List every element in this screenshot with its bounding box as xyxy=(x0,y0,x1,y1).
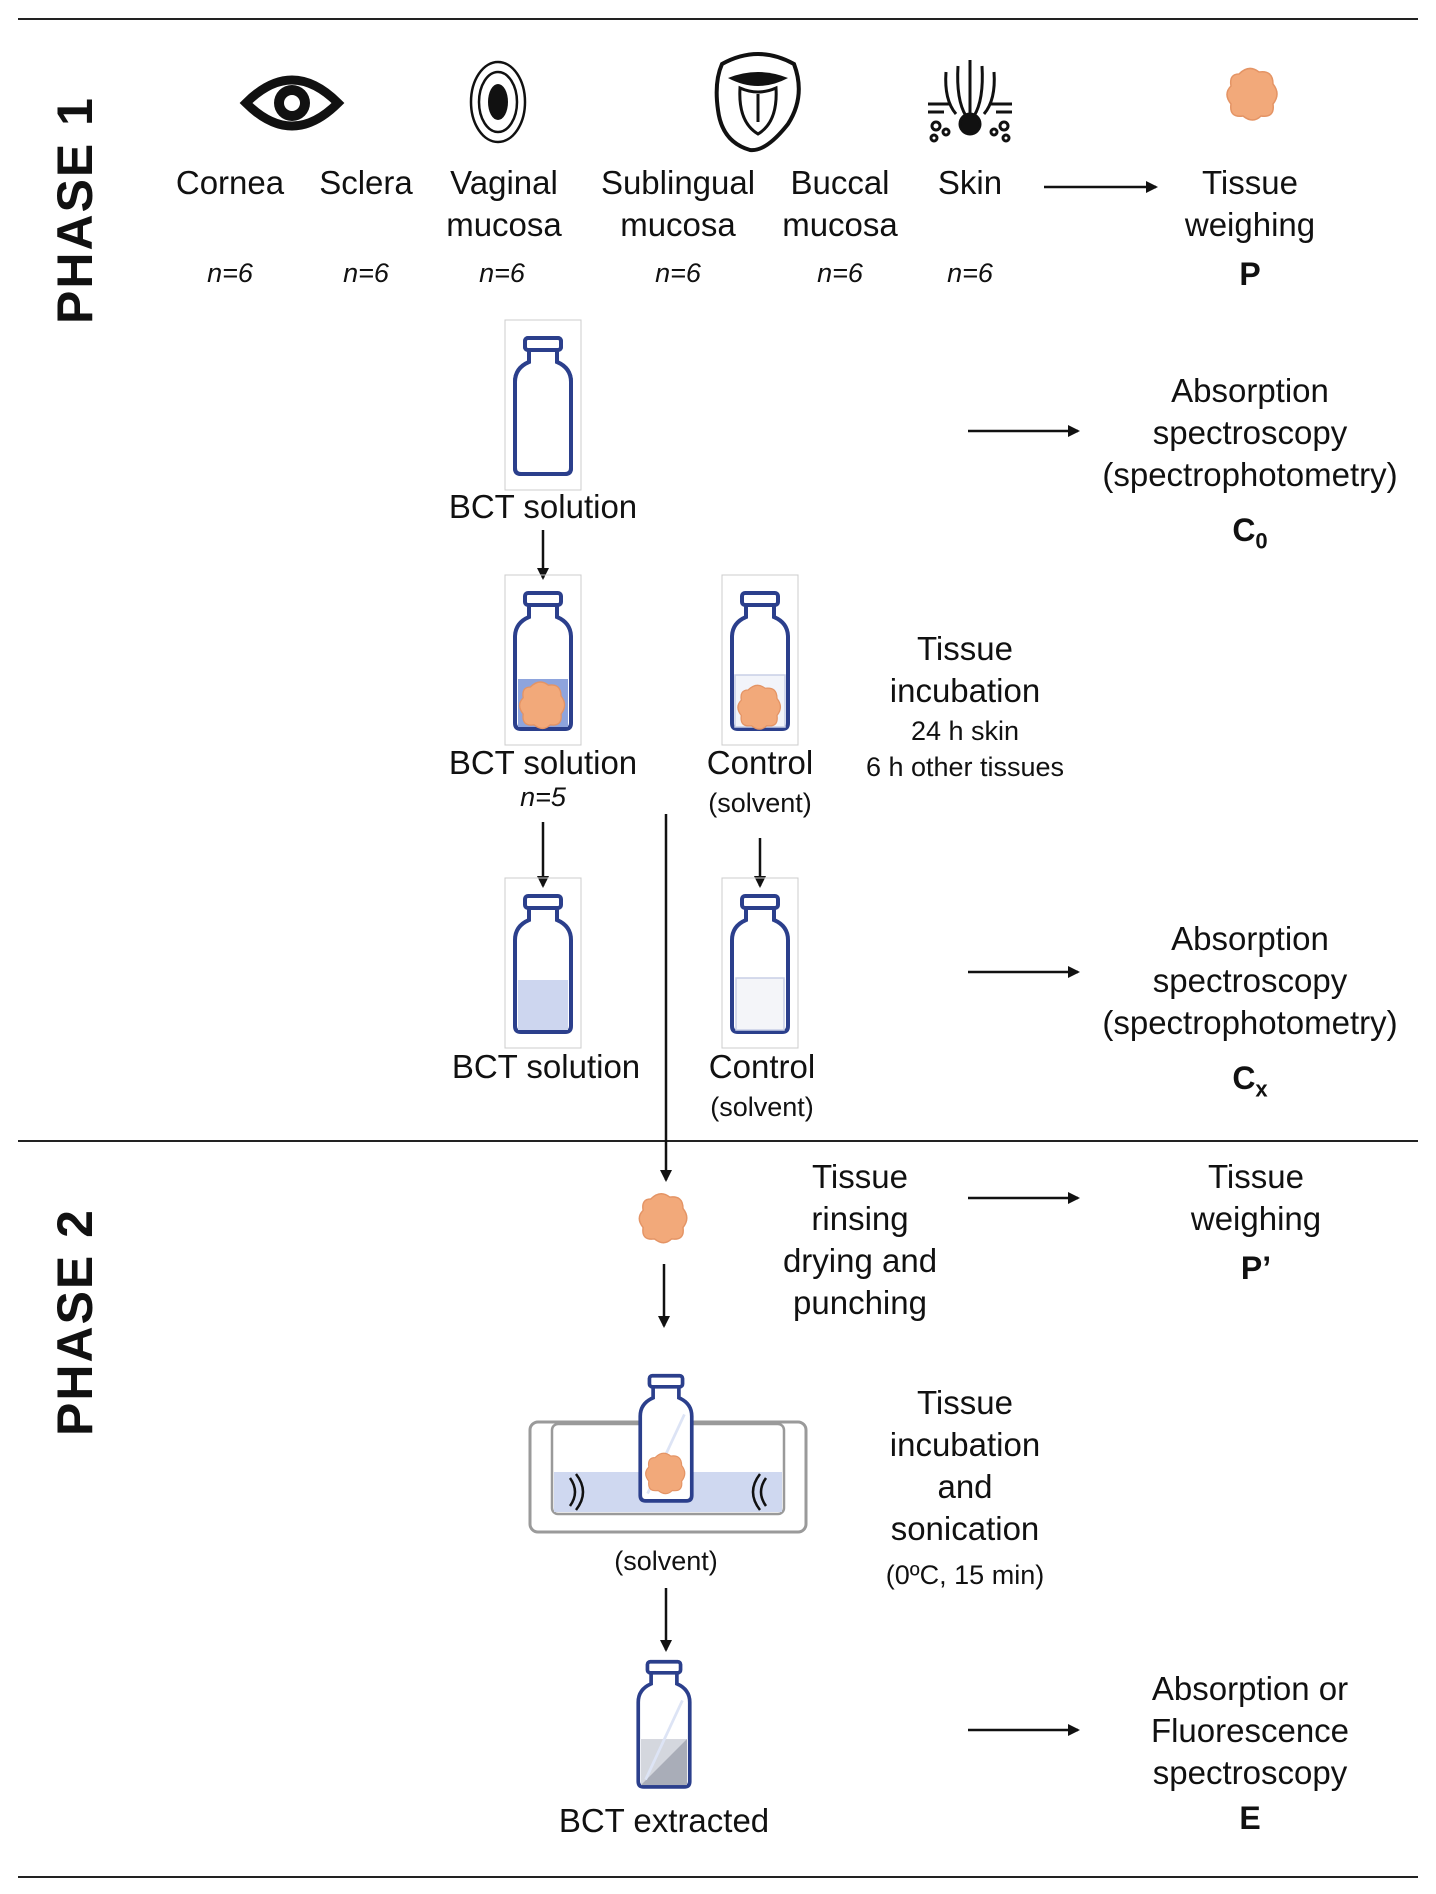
bct-solution-3-label: BCT solution xyxy=(451,1048,641,1085)
symbol-cx: Cx xyxy=(1150,1060,1350,1102)
rinsing-line4: punching xyxy=(793,1284,927,1321)
tissue-label-vaginal-2: mucosa xyxy=(446,206,562,243)
symbol-c0-sub: 0 xyxy=(1255,528,1268,554)
incubation-2-line5: (0ºC, 15 min) xyxy=(885,1560,1045,1590)
absorption-2-line3: (spectrophotometry) xyxy=(1102,1004,1398,1041)
tissue-weighing-2-line1: Tissue xyxy=(1208,1158,1304,1195)
incubation-1-line1: Tissue xyxy=(917,630,1013,667)
vial-bct-solution-2 xyxy=(504,574,582,746)
bct-solution-1-label: BCT solution xyxy=(448,488,638,525)
tissue-label-skin: Skin xyxy=(937,164,1003,201)
vaginal-icon xyxy=(469,60,527,144)
absorption-1-line3: (spectrophotometry) xyxy=(1102,456,1398,493)
tissue-piece-icon xyxy=(1226,67,1278,121)
tissue-label-cornea: Cornea xyxy=(175,164,285,201)
vial-sonication xyxy=(638,1373,694,1503)
symbol-e: E xyxy=(1239,1800,1261,1836)
vial-control-2 xyxy=(721,877,799,1049)
skin-hair-icon xyxy=(928,60,1012,143)
fluorescence-line3: spectroscopy xyxy=(1152,1754,1348,1791)
tissue-label-sublingual-2: mucosa xyxy=(620,206,736,243)
tissue-weighing-2-line2: weighing xyxy=(1190,1200,1322,1237)
sonication-solvent-label: (solvent) xyxy=(614,1546,718,1576)
bct-extracted-label: BCT extracted xyxy=(558,1802,770,1839)
absorption-1-line1: Absorption xyxy=(1171,372,1329,409)
control-1-label: Control xyxy=(706,744,814,781)
bct-solution-2-n: n=5 xyxy=(520,782,566,812)
tissue-n-skin: n=6 xyxy=(947,258,993,288)
tissue-n-cornea: n=6 xyxy=(207,258,253,288)
tissue-n-sclera: n=6 xyxy=(343,258,389,288)
incubation-2-line3: and xyxy=(937,1468,993,1505)
absorption-1-line2: spectroscopy xyxy=(1152,414,1348,451)
top-divider xyxy=(18,18,1418,20)
tissue-weighing-line2: weighing xyxy=(1184,206,1316,243)
tissue-label-vaginal: Vaginal xyxy=(450,164,558,201)
vial-control-1 xyxy=(721,574,799,746)
vial-bct-solution-3 xyxy=(504,877,582,1049)
symbol-p-prime: P’ xyxy=(1240,1250,1272,1286)
tissue-n-sublingual: n=6 xyxy=(655,258,701,288)
vial-bct-solution-1 xyxy=(504,319,582,491)
tissue-n-vaginal: n=6 xyxy=(479,258,525,288)
incubation-2-line2: incubation xyxy=(889,1426,1041,1463)
symbol-cx-main: C xyxy=(1232,1060,1256,1096)
tissue-piece-rinsed xyxy=(638,1193,688,1244)
absorption-2-line2: spectroscopy xyxy=(1152,962,1348,999)
tissue-label-sublingual: Sublingual xyxy=(600,164,756,201)
fluorescence-line1: Absorption or xyxy=(1151,1670,1349,1707)
tissue-label-sclera: Sclera xyxy=(319,164,413,201)
rinsing-line3: drying and xyxy=(782,1242,938,1279)
symbol-c0: C0 xyxy=(1150,512,1350,554)
mouth-tongue-icon xyxy=(714,52,801,153)
control-2-label: Control xyxy=(708,1048,816,1085)
incubation-1-line2: incubation xyxy=(889,672,1041,709)
rinsing-line1: Tissue xyxy=(812,1158,908,1195)
rinsing-line2: rinsing xyxy=(811,1200,909,1237)
control-1-solvent: (solvent) xyxy=(708,788,812,818)
eye-icon xyxy=(239,75,345,131)
tissue-label-buccal-2: mucosa xyxy=(782,206,898,243)
bct-solution-2-label: BCT solution xyxy=(448,744,638,781)
absorption-2-line1: Absorption xyxy=(1171,920,1329,957)
incubation-1-line4: 6 h other tissues xyxy=(865,752,1065,782)
tissue-n-buccal: n=6 xyxy=(817,258,863,288)
tissue-weighing-line1: Tissue xyxy=(1202,164,1298,201)
fluorescence-line2: Fluorescence xyxy=(1150,1712,1350,1749)
tissue-label-buccal: Buccal xyxy=(790,164,890,201)
vial-bct-extracted xyxy=(636,1659,692,1789)
symbol-cx-sub: x xyxy=(1255,1076,1268,1102)
symbol-p: P xyxy=(1239,256,1261,292)
control-2-solvent: (solvent) xyxy=(710,1092,814,1122)
phase-divider xyxy=(18,1140,1418,1142)
bottom-divider xyxy=(18,1876,1418,1878)
symbol-c0-main: C xyxy=(1232,512,1256,548)
incubation-1-line3: 24 h skin xyxy=(910,716,1020,746)
incubation-2-line4: sonication xyxy=(890,1510,1040,1547)
incubation-2-line1: Tissue xyxy=(917,1384,1013,1421)
